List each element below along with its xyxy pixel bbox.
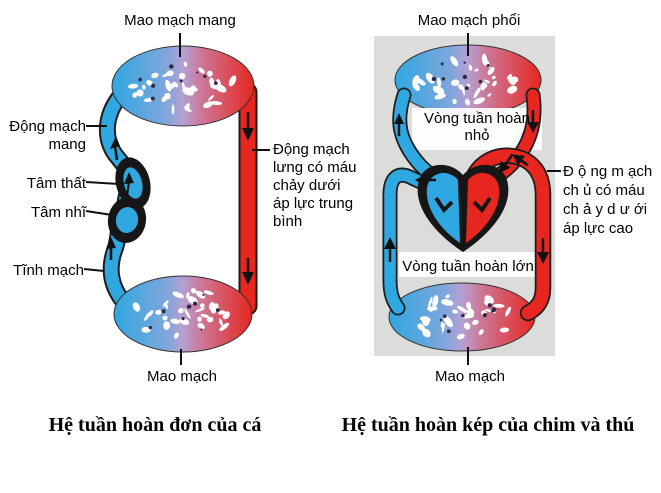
caption-fish-circulation: Hệ tuần hoàn đơn của cá [48,414,262,436]
label-gill-artery: Động mạch mang [0,118,86,154]
fish-body-capillary-speckles [132,288,230,339]
label-atrium: Tâm nhĩ [30,204,86,221]
fish-leader-lines [83,33,270,365]
label-fish-body-capillary: Mao mạch [146,368,218,385]
mammal-leader-lines [467,33,561,365]
label-gill-capillary: Mao mạch mang [124,12,236,29]
label-aorta: Đ ộ ng m ạch ch ủ có máu ch ả y d ư ới á… [563,162,660,238]
label-gill-artery-line1: Động mạch [9,118,86,135]
label-vein: Tĩnh mạch [13,262,84,279]
label-ventricle: Tâm thất [26,175,86,192]
fish-atrium-shape [115,207,139,233]
mammal-diagram [382,33,561,365]
label-dorsal-artery-line3: chảy dưới [273,177,341,194]
label-aorta-line3: ch ả y d ư ới [563,201,648,218]
label-gill-artery-line2: mang [48,136,86,153]
label-aorta-line4: áp lực cao [563,220,634,237]
label-small-circuit-line2: nhỏ [464,126,490,144]
aorta-tube [465,149,550,320]
label-dorsal-artery-line4: áp lực trung [273,195,354,212]
label-small-circuit-line1: Vòng tuần hoàn [424,110,530,127]
caption-double-circulation: Hệ tuần hoàn kép của chim và thú [341,414,635,436]
label-aorta-line2: ch ủ có máu [563,182,645,199]
lung-capillary-speckles [412,53,519,106]
mammal-flow-arrows [384,110,549,264]
label-lung-capillary: Mao mạch phổi [417,12,521,29]
fish-diagram [83,33,270,365]
mammal-heart [417,164,509,252]
label-mammal-body-capillary: Mao mạch [434,368,506,385]
label-dorsal-artery-line5: bình [273,213,303,230]
label-small-circuit: Vòng tuần hoàn nhỏ [407,110,547,144]
label-large-circuit: Vòng tuần hoàn lớn [402,258,534,275]
label-aorta-line1: Đ ộ ng m ạch [563,163,653,180]
fish-gill-capillary-speckles [127,61,237,115]
fish-body-capillary-bed [113,275,253,353]
label-dorsal-artery-line1: Động mạch [273,141,350,158]
label-dorsal-artery-line2: lưng có máu [273,159,357,176]
large-circuit-label-box [399,252,539,277]
label-dorsal-artery: Động mạch lưng có máu chảy dưới áp lực t… [273,141,373,231]
body-capillary-speckles [417,294,511,340]
fish-heart [107,157,151,243]
fish-flow-arrows [106,112,254,285]
